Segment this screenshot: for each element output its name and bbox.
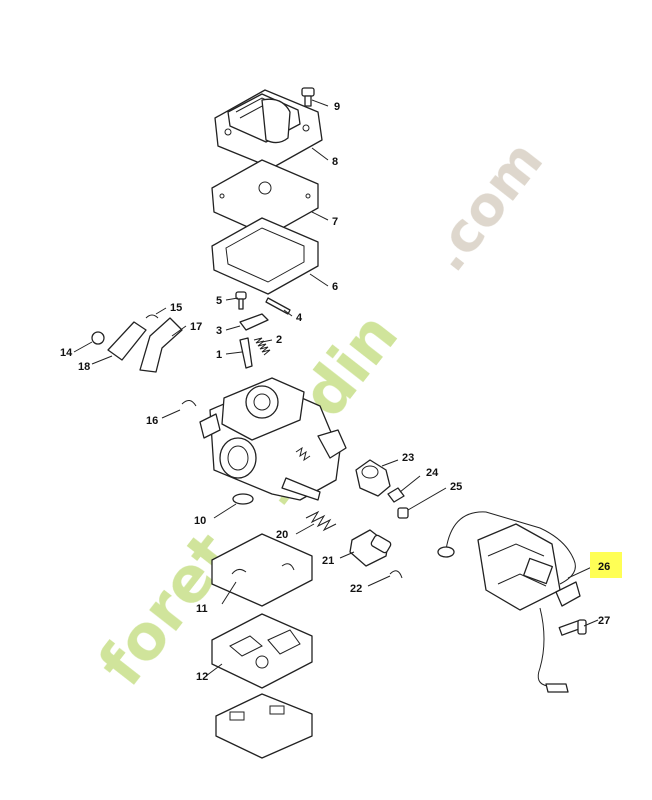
callout-4: 4 (296, 312, 303, 324)
callout-16: 16 (146, 415, 158, 427)
callout-8: 8 (332, 156, 338, 168)
callout-11: 11 (196, 603, 208, 615)
part-lever-3 (239, 313, 269, 331)
callout-24: 24 (426, 467, 439, 479)
part-gasket-11 (211, 533, 313, 607)
part-screen-10 (232, 493, 254, 505)
part-clip-22 (389, 570, 403, 579)
callout-7: 7 (332, 216, 338, 228)
part-valve-21 (349, 529, 392, 567)
callout-23: 23 (402, 452, 414, 464)
part-diaphragm (211, 159, 319, 237)
callout-22: 22 (350, 583, 362, 595)
part-spring-2 (253, 337, 271, 356)
part-clip-16 (181, 400, 197, 407)
callout-14: 14 (60, 347, 73, 359)
part-gasket-12 (211, 613, 313, 689)
part-spring-20 (305, 510, 337, 532)
callout-26-highlight (590, 552, 622, 578)
part-cover (214, 89, 323, 169)
callout-25: 25 (450, 481, 462, 493)
watermark-text-domain: .com (416, 129, 555, 283)
part-needle-1 (239, 337, 253, 369)
callouts: 9 8 7 6 4 5 3 1 2 14 18 15 17 16 10 20 2… (60, 101, 622, 683)
callout-5: 5 (216, 295, 222, 307)
callout-26: 26 (598, 561, 610, 573)
callout-3: 3 (216, 325, 222, 337)
callout-9: 9 (334, 101, 340, 113)
callout-17: 17 (190, 321, 202, 333)
callout-27: 27 (598, 615, 610, 627)
part-carburetor-body (199, 377, 347, 501)
callout-1: 1 (216, 349, 222, 361)
watermark-text-foret: foret (84, 519, 247, 699)
callout-18: 18 (78, 361, 90, 373)
part-ignition-module-26 (437, 511, 581, 693)
part-gasket-6 (211, 217, 319, 295)
callout-20: 20 (276, 529, 288, 541)
callout-6: 6 (332, 281, 338, 293)
callout-21: 21 (322, 555, 334, 567)
callout-2: 2 (276, 334, 282, 346)
part-screw-9 (301, 87, 315, 107)
callout-12: 12 (196, 671, 208, 683)
part-25 (397, 507, 409, 519)
callout-10: 10 (194, 515, 206, 527)
part-linkage (91, 314, 183, 373)
part-plate (215, 693, 313, 759)
callout-15: 15 (170, 302, 182, 314)
part-screw-5 (235, 291, 247, 310)
leader-lines (73, 99, 599, 677)
part-screw-27 (558, 619, 587, 636)
part-23 (355, 459, 391, 497)
